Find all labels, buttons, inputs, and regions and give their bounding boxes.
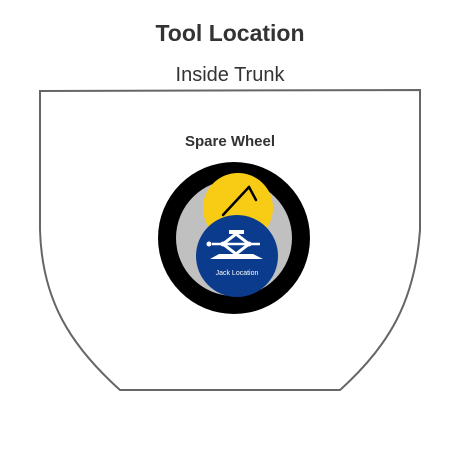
- diagram-title: Tool Location: [155, 20, 305, 46]
- lug-wrench-icon: [221, 185, 258, 217]
- scissor-jack-icon: [206, 230, 263, 259]
- spare-wheel: Jack Location: [158, 162, 310, 314]
- jack-location-label: Jack Location: [216, 270, 259, 277]
- spare-wheel-label: Spare Wheel: [185, 133, 275, 150]
- diagram-subtitle: Inside Trunk: [175, 64, 285, 86]
